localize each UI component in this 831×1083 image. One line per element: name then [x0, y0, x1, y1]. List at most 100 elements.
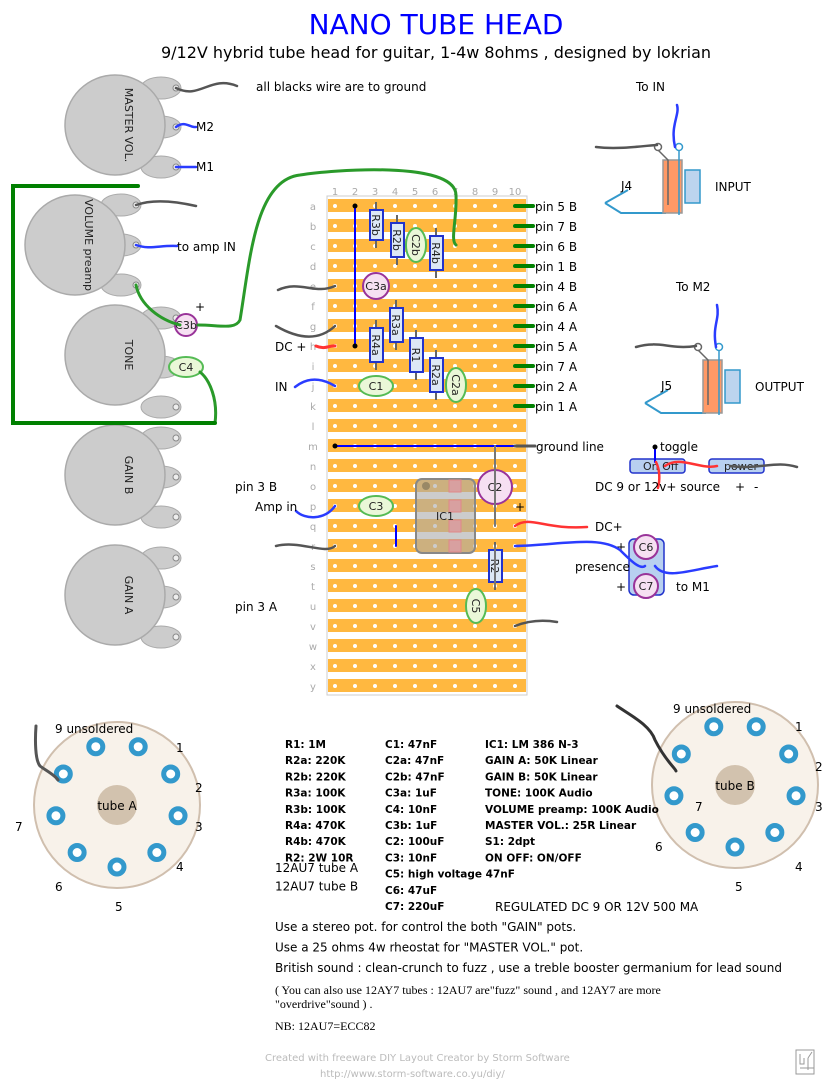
hole: [413, 584, 417, 588]
hole: [393, 424, 397, 428]
hole: [353, 524, 357, 528]
resistor-label: R4a: [369, 334, 382, 355]
tube-pin-number: 4: [176, 860, 184, 874]
electrolytic-body: [362, 272, 390, 300]
wire: [274, 324, 337, 338]
hole: [473, 664, 477, 668]
hole: [513, 584, 517, 588]
hole: [513, 564, 517, 568]
hole: [353, 484, 357, 488]
wire: [134, 283, 182, 327]
tube-pin-number: 5: [115, 900, 123, 914]
capacitor-label: C2b: [409, 234, 422, 256]
row-label: u: [310, 602, 316, 613]
copper-strip: [328, 659, 526, 672]
column-label: 1: [332, 187, 338, 198]
row-label: h: [310, 342, 316, 353]
wire: [134, 200, 198, 208]
copper-strip: [328, 399, 526, 412]
hole: [333, 664, 337, 668]
socket-center: [97, 785, 137, 825]
tube-pin-pad: [46, 806, 66, 826]
row-label: p: [310, 502, 316, 513]
hole: [353, 384, 357, 388]
pot-body: [24, 194, 126, 296]
capacitor-label: C2a: [449, 374, 462, 395]
column-label: 4: [392, 187, 398, 198]
pot-volume-preamp: VOLUME preamp: [24, 193, 142, 297]
hole: [473, 284, 477, 288]
part-entry: 12AU7 tube B: [275, 880, 358, 894]
hole: [433, 584, 437, 588]
hole: [353, 604, 357, 608]
hole: [413, 264, 417, 268]
hole: [453, 304, 457, 308]
pot-label: GAIN B: [122, 456, 135, 495]
part-entry: C2b: 47nF: [385, 771, 445, 783]
hole: [473, 684, 477, 688]
hole: [393, 364, 397, 368]
row-label: k: [310, 402, 316, 413]
hole: [413, 684, 417, 688]
hole: [453, 344, 457, 348]
resistor-R2b: R2b: [390, 215, 405, 265]
label-m1: M1: [196, 160, 214, 174]
pin-label: pin 7 A: [535, 360, 578, 374]
part-entry: R2b: 220K: [285, 771, 347, 783]
hole: [413, 304, 417, 308]
tube-pin-number: 7: [15, 820, 23, 834]
hole: [373, 604, 377, 608]
hole: [373, 584, 377, 588]
hole: [373, 644, 377, 648]
tube-pin-pad: [765, 822, 785, 842]
jumper-end: [332, 443, 338, 449]
hole: [353, 404, 357, 408]
tube-pin-number: 1: [176, 741, 184, 755]
pot-lug: [140, 395, 182, 419]
label-to-m2: To M2: [675, 280, 710, 294]
ic-pin: [448, 479, 462, 493]
pot-lug-hole: [172, 473, 180, 481]
row-label: t: [311, 582, 315, 593]
label-ground-line: ground line: [536, 440, 604, 454]
hole: [413, 424, 417, 428]
tube-pin-pad: [67, 842, 87, 862]
hole: [333, 584, 337, 588]
hole: [353, 544, 357, 548]
resistor-body: [429, 235, 444, 271]
hole: [393, 664, 397, 668]
note-line: Use a 25 ohms 4w rheostat for "MASTER VO…: [275, 941, 583, 955]
capacitor-body: [168, 356, 204, 378]
part-entry: C3b: 1uF: [385, 820, 437, 832]
hole: [493, 624, 497, 628]
ic-body: [415, 478, 476, 554]
hole: [473, 404, 477, 408]
hole: [353, 464, 357, 468]
ic-pin1-marker: [422, 482, 430, 490]
tube-pin-pad: [168, 806, 188, 826]
hole: [333, 244, 337, 248]
hole: [333, 404, 337, 408]
jack-nut: [724, 369, 741, 404]
part-entry: TONE: 100K Audio: [485, 788, 593, 800]
wire: [276, 284, 337, 292]
jack-lug: [604, 189, 666, 214]
diy-logo-icon: [795, 1049, 815, 1075]
tube-pin-pad: [128, 737, 148, 757]
hole: [473, 224, 477, 228]
hole: [333, 524, 337, 528]
label-m2: M2: [196, 120, 214, 134]
label-to-amp-in: to amp IN: [177, 240, 236, 254]
hole: [433, 424, 437, 428]
hole: [413, 624, 417, 628]
jumper-end: [352, 203, 358, 209]
pot-lug-hole: [172, 633, 180, 641]
hole: [453, 464, 457, 468]
part-entry: R4b: 470K: [285, 836, 347, 848]
part-entry: MASTER VOL.: 25R Linear: [485, 820, 637, 832]
hole: [393, 384, 397, 388]
hole: [513, 684, 517, 688]
